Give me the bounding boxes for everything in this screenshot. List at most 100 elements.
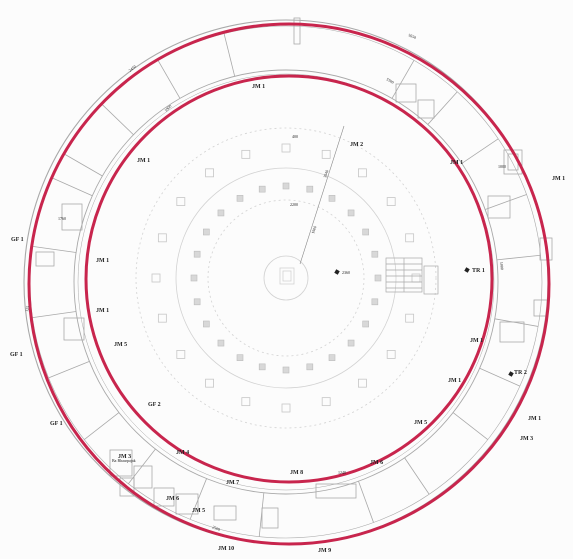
- measurement-points: [334, 267, 514, 377]
- room-left-lower: [63, 317, 85, 341]
- inner-column: [282, 182, 290, 190]
- outer-column: [281, 403, 291, 413]
- label-top-arc-num: 2450: [128, 64, 137, 73]
- label-jm7: JM 7: [226, 480, 239, 486]
- label-jm1-left-c: JM 1: [96, 308, 109, 314]
- label-jm1-left-a: JM 1: [137, 158, 150, 164]
- label-jm3-right: JM 3: [520, 436, 533, 442]
- inner-column: [282, 366, 290, 374]
- outer-column-ring: [151, 143, 421, 413]
- outer-column: [358, 168, 367, 178]
- inner-column: [374, 274, 382, 282]
- inner-column: [347, 339, 355, 347]
- outer-column: [157, 313, 167, 323]
- central-court-ring: [263, 255, 309, 301]
- label-n-num: 2200: [290, 202, 298, 207]
- outer-column: [281, 143, 291, 153]
- outer-column: [321, 149, 331, 159]
- inner-column: [371, 250, 379, 258]
- inner-column: [190, 274, 198, 282]
- inner-column: [217, 339, 225, 347]
- inner-survey-ring: [84, 74, 494, 484]
- partition-wall: [427, 91, 458, 125]
- label-jm5-lower: JM 5: [192, 508, 205, 514]
- room-bottom-6: [261, 507, 279, 529]
- label-n-num2: 1900: [310, 225, 317, 234]
- inner-column: [193, 250, 201, 258]
- label-small-ref: Ba Bhaarpajak: [112, 458, 136, 463]
- dimension-line-ne: [299, 125, 345, 265]
- label-jm1-right-c: JM 1: [470, 338, 483, 344]
- colonnade-inner-ring: [175, 167, 397, 389]
- label-left-num: 1760: [58, 216, 66, 221]
- inner-column: [203, 228, 210, 236]
- room-blocks: [35, 17, 553, 529]
- outer-column: [205, 378, 214, 388]
- label-gf1-top: GF 1: [11, 237, 24, 243]
- dimension-lines: [299, 125, 345, 265]
- label-ne-num2: 400: [292, 134, 298, 139]
- outer-column: [386, 350, 396, 359]
- inner-column-ring: [190, 182, 382, 374]
- outer-column: [386, 197, 396, 206]
- room-bottom-5: [175, 493, 199, 515]
- label-jm1-right-a: JM 1: [450, 160, 463, 166]
- outer-column: [157, 233, 167, 243]
- drawing-labels: GF 1 GF 1 GF 1 GF 2 JM 1 JM 1 JM 1 JM 1 …: [10, 32, 565, 554]
- partition-wall: [496, 254, 541, 261]
- label-jm9: JM 9: [318, 548, 331, 554]
- room-left-mid: [61, 203, 83, 231]
- label-jm5-left: JM 5: [114, 342, 127, 348]
- outer-column: [241, 397, 251, 407]
- point-tr2: [508, 371, 514, 377]
- room-right-lower: [499, 321, 525, 343]
- inner-column: [371, 298, 379, 306]
- outer-column: [358, 378, 367, 388]
- point-tr1: [464, 267, 470, 273]
- inner-column: [362, 228, 369, 236]
- staircase: [385, 257, 439, 295]
- label-jm8: JM 8: [290, 470, 303, 476]
- partition-wall: [258, 492, 265, 537]
- partition-wall: [358, 481, 374, 523]
- inner-column: [236, 354, 244, 361]
- inner-column: [347, 209, 355, 217]
- room-bottom-1: [109, 449, 133, 477]
- label-ne-num: 3940: [322, 169, 329, 178]
- room-top-right2: [417, 99, 435, 119]
- label-center-num: 2360: [342, 270, 350, 275]
- inner-column: [193, 298, 201, 306]
- label-jm1-lower-right: JM 1: [528, 416, 541, 422]
- label-jm1-top: JM 1: [252, 84, 265, 90]
- inner-column: [328, 195, 336, 202]
- room-bottom-7: [315, 483, 357, 499]
- label-jm1-left-b: JM 1: [96, 258, 109, 264]
- label-jm4: JM 4: [176, 450, 189, 456]
- label-tr1: TR 1: [472, 268, 485, 274]
- inner-column: [217, 209, 225, 217]
- central-fountain-inner: [282, 270, 292, 282]
- partition-wall: [64, 153, 103, 177]
- label-gf2: GF 2: [148, 402, 161, 408]
- label-jm2: JM 2: [350, 142, 363, 148]
- partition-wall: [223, 33, 236, 77]
- label-jm10: JM 10: [218, 546, 234, 552]
- inner-column: [328, 354, 336, 361]
- room-bottom-2: [133, 465, 153, 489]
- room-bottom-8: [213, 505, 237, 521]
- partition-wall: [494, 318, 539, 327]
- outer-survey-ring: [27, 22, 551, 546]
- inner-column: [258, 363, 266, 371]
- outer-column: [405, 233, 415, 243]
- room-right-mid: [487, 195, 511, 219]
- partition-wall: [84, 412, 120, 440]
- label-bottom-num: 2500: [212, 524, 221, 532]
- label-jm3: JM 3: [118, 454, 131, 460]
- partition-wall: [485, 194, 527, 210]
- partition-wall: [32, 245, 77, 253]
- label-jm1-right-d: JM 1: [448, 378, 461, 384]
- outer-column: [176, 350, 186, 359]
- inner-column: [306, 363, 314, 371]
